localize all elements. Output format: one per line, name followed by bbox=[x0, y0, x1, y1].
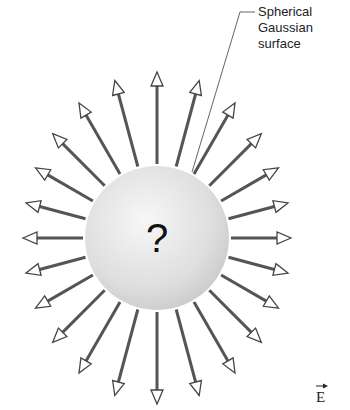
field-arrow-head bbox=[113, 81, 125, 96]
field-arrow-shaft bbox=[48, 275, 93, 301]
field-arrow-shaft bbox=[176, 94, 195, 167]
field-arrow-shaft bbox=[221, 275, 266, 301]
field-arrow-head bbox=[53, 328, 67, 342]
field-arrow-shaft bbox=[229, 257, 275, 269]
field-arrow-head bbox=[273, 201, 288, 213]
field-arrow-head bbox=[79, 358, 91, 373]
field-arrow-shaft bbox=[118, 310, 137, 383]
field-arrow-head bbox=[26, 264, 41, 276]
field-arrow-shaft bbox=[176, 310, 195, 383]
gaussian-sphere: ? bbox=[85, 166, 229, 310]
field-arrow-shaft bbox=[48, 175, 93, 201]
field-arrow-shaft bbox=[37, 237, 83, 240]
field-arrow-shaft bbox=[63, 144, 105, 186]
leader-line bbox=[192, 12, 255, 172]
field-arrow-shaft bbox=[194, 115, 228, 174]
field-arrow-shaft bbox=[194, 302, 228, 361]
field-arrow-head bbox=[36, 296, 51, 308]
field-arrow-shaft bbox=[63, 290, 105, 332]
field-arrow-head bbox=[223, 358, 235, 373]
field-arrow-head bbox=[247, 134, 261, 148]
field-arrow-shaft bbox=[209, 144, 251, 186]
field-arrow-head bbox=[190, 81, 202, 96]
field-symbol: E bbox=[316, 390, 325, 405]
field-arrow-head bbox=[53, 134, 67, 148]
field-arrow-shaft bbox=[221, 175, 266, 201]
vector-arrow-symbol bbox=[316, 384, 328, 389]
unknown-charge-mark: ? bbox=[146, 218, 168, 258]
field-arrow-shaft bbox=[86, 115, 120, 174]
field-arrow-shaft bbox=[86, 302, 120, 361]
field-arrow-shaft bbox=[229, 207, 275, 219]
field-arrow-head bbox=[273, 264, 288, 276]
field-arrow-head bbox=[223, 103, 235, 118]
field-arrow-shaft bbox=[118, 94, 137, 167]
field-arrow-head bbox=[263, 296, 278, 308]
field-arrow-head bbox=[23, 232, 37, 244]
field-arrow-head bbox=[151, 72, 163, 86]
field-arrow-shaft bbox=[209, 290, 251, 332]
field-arrow-head bbox=[277, 232, 291, 244]
field-arrow-head bbox=[151, 390, 163, 404]
field-arrows bbox=[23, 72, 291, 404]
surface-label: Spherical Gaussian surface bbox=[258, 4, 340, 52]
field-arrow-shaft bbox=[40, 207, 86, 219]
field-arrow-head bbox=[247, 328, 261, 342]
field-arrow-head bbox=[190, 381, 202, 396]
field-arrow-head bbox=[36, 168, 51, 180]
field-arrow-head bbox=[79, 103, 91, 118]
field-arrow-shaft bbox=[156, 312, 159, 390]
field-arrow-shaft bbox=[231, 237, 277, 240]
field-arrow-head bbox=[113, 381, 125, 396]
field-arrow-head bbox=[263, 168, 278, 180]
field-arrow-head bbox=[26, 201, 41, 213]
field-arrow-shaft bbox=[40, 257, 86, 269]
field-arrow-shaft bbox=[156, 86, 159, 164]
